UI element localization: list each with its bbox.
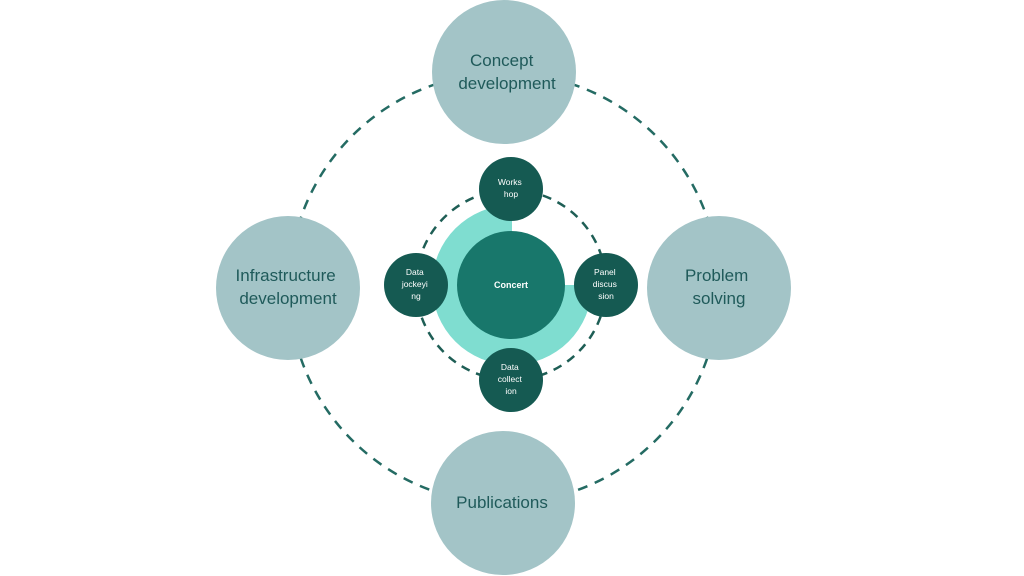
outer-node-circle <box>432 0 576 144</box>
inner-node-label-line: hop <box>504 189 518 199</box>
center-node: Concert <box>457 231 565 339</box>
inner-node-label: Data collect ion <box>498 362 524 396</box>
outer-node-label: Problem solving <box>685 266 753 308</box>
outer-node-problem-solving: Problem solving <box>647 216 791 360</box>
inner-node-label-line: Data <box>501 362 519 372</box>
outer-node-label: Publications <box>456 493 548 512</box>
outer-node-label-line: development <box>239 289 337 308</box>
inner-node-circle <box>384 253 448 317</box>
outer-node-label-line: development <box>458 74 556 93</box>
outer-node-label: Infrastructure development <box>236 266 341 308</box>
outer-node-concept-development: Concept development <box>432 0 576 144</box>
inner-node-label-line: Works <box>498 177 522 187</box>
inner-node-panel-discussion: Panel discus sion <box>574 253 638 317</box>
outer-node-circle <box>647 216 791 360</box>
inner-node-label-line: jockeyi <box>401 279 428 289</box>
outer-node-label-line: Concept <box>470 51 534 70</box>
outer-node-label: Concept development <box>458 51 556 93</box>
outer-node-label-line: solving <box>693 289 746 308</box>
inner-node-data-jockeying: Data jockeyi ng <box>384 253 448 317</box>
inner-node-label-line: sion <box>598 291 614 301</box>
inner-node-label-line: Panel <box>594 267 616 277</box>
inner-node-label: Works hop <box>498 177 524 199</box>
outer-node-label-line: Publications <box>456 493 548 512</box>
outer-node-circle <box>431 431 575 575</box>
outer-node-label-line: Problem <box>685 266 748 285</box>
inner-node-label-line: ion <box>505 386 517 396</box>
inner-node-data-collection: Data collect ion <box>479 348 543 412</box>
inner-node-label: Panel discus sion <box>593 267 619 301</box>
inner-node-circle <box>479 157 543 221</box>
inner-node-workshop: Works hop <box>479 157 543 221</box>
outer-node-label-line: Infrastructure <box>236 266 336 285</box>
center-node-label: Concert <box>494 280 528 290</box>
outer-node-circle <box>216 216 360 360</box>
center-node-circle <box>457 231 565 339</box>
inner-node-label-line: ng <box>411 291 421 301</box>
outer-node-infrastructure-development: Infrastructure development <box>216 216 360 360</box>
inner-node-circle <box>479 348 543 412</box>
inner-node-circle <box>574 253 638 317</box>
outer-node-publications: Publications <box>431 431 575 575</box>
inner-node-label: Data jockeyi ng <box>401 267 430 301</box>
inner-node-label-line: discus <box>593 279 617 289</box>
inner-node-label-line: collect <box>498 374 523 384</box>
inner-node-label-line: Data <box>406 267 424 277</box>
